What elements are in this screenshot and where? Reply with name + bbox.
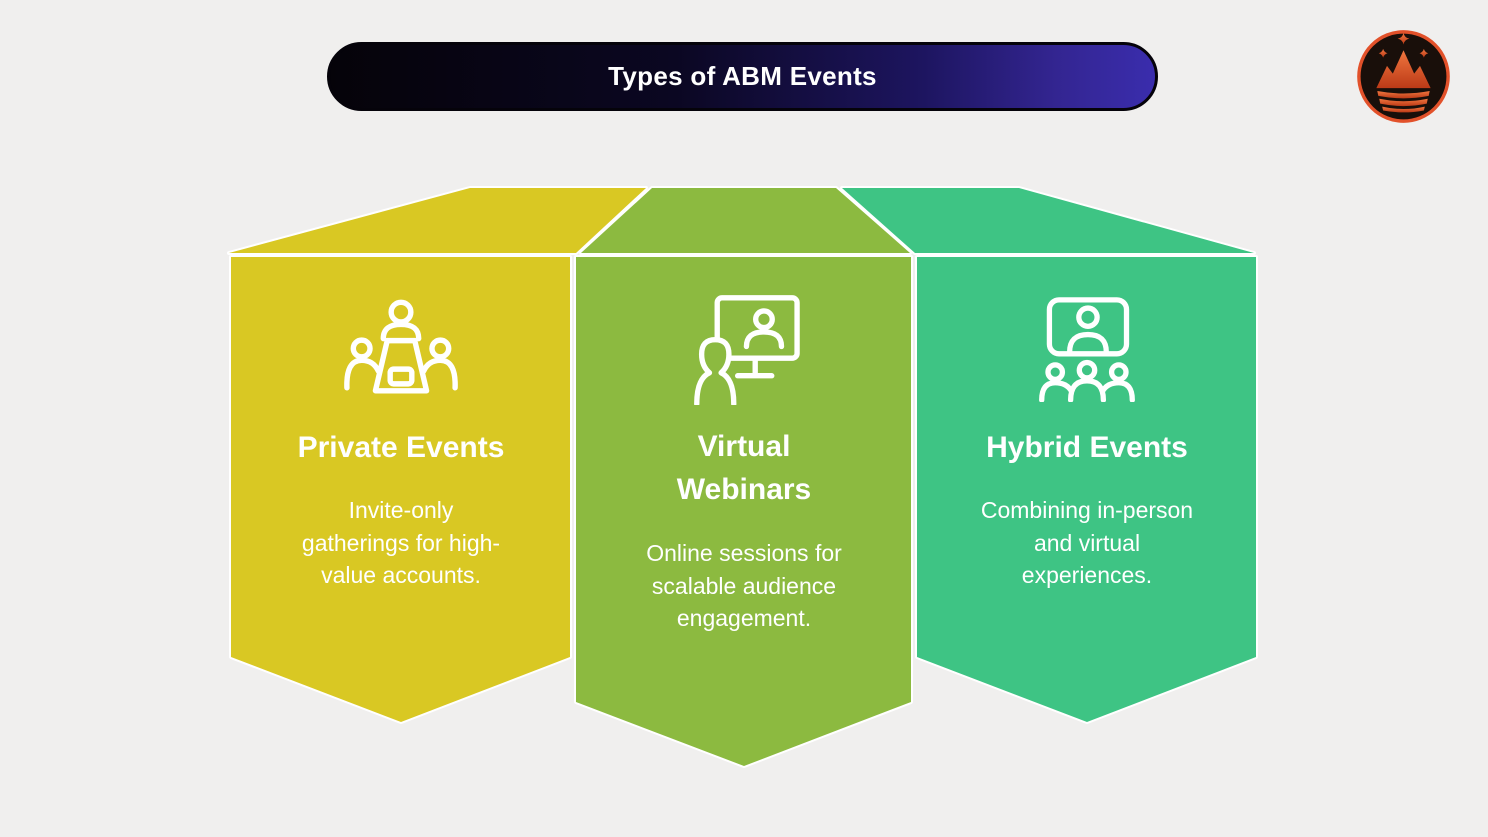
hybrid-events-banner-body: [915, 255, 1258, 724]
card-description-private-events: Invite-only gatherings for high- value a…: [301, 497, 501, 588]
card-title-virtual-webinars: Virtual Webinars: [676, 430, 812, 506]
meeting-table-icon: [344, 299, 458, 394]
virtual-webinars-banner-body: [574, 255, 913, 768]
webinar-presenter-icon: [694, 295, 800, 405]
crown-mountain-logo-icon: [1357, 30, 1450, 123]
hybrid-events-banner-fold: [840, 186, 1256, 255]
logo-crown: [1376, 32, 1431, 113]
page-title: Types of ABM Events: [608, 61, 877, 91]
card-title-private-events: Private Events: [297, 431, 505, 464]
virtual-webinars-banner-fold: [579, 186, 912, 255]
private-events-banner-fold: [227, 186, 648, 255]
card-title-hybrid-events: Hybrid Events: [986, 431, 1188, 464]
screen-audience-icon: [1039, 297, 1135, 402]
private-events-banner-body: [229, 255, 572, 724]
card-description-hybrid-events: Combining in-person and virtual experien…: [980, 497, 1194, 588]
title-banner: Types of ABM Events: [327, 42, 1158, 111]
card-description-virtual-webinars: Online sessions for scalable audience en…: [646, 540, 842, 631]
